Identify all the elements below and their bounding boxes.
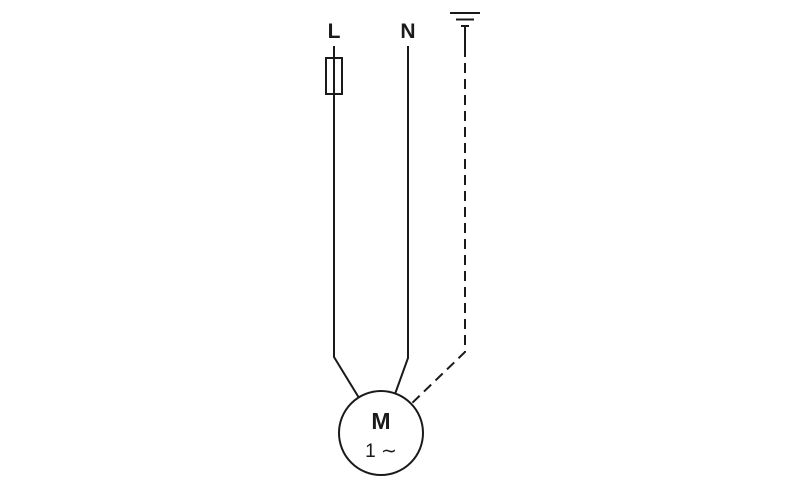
- phase-wire: [333, 46, 360, 398]
- earth-ground-icon: [450, 12, 480, 47]
- phase-label: L: [328, 20, 341, 43]
- fuse-icon: [325, 57, 343, 95]
- motor-label: M: [371, 408, 390, 434]
- diagram-labels: L N M 1 ∼: [328, 20, 416, 462]
- neutral-wire: [394, 46, 409, 394]
- diagram-strokes: [325, 12, 480, 476]
- ground-wire: [410, 47, 466, 405]
- motor-circle-symbol: [338, 390, 424, 476]
- neutral-label: N: [400, 20, 415, 43]
- motor-phase-label: 1 ∼: [365, 441, 397, 462]
